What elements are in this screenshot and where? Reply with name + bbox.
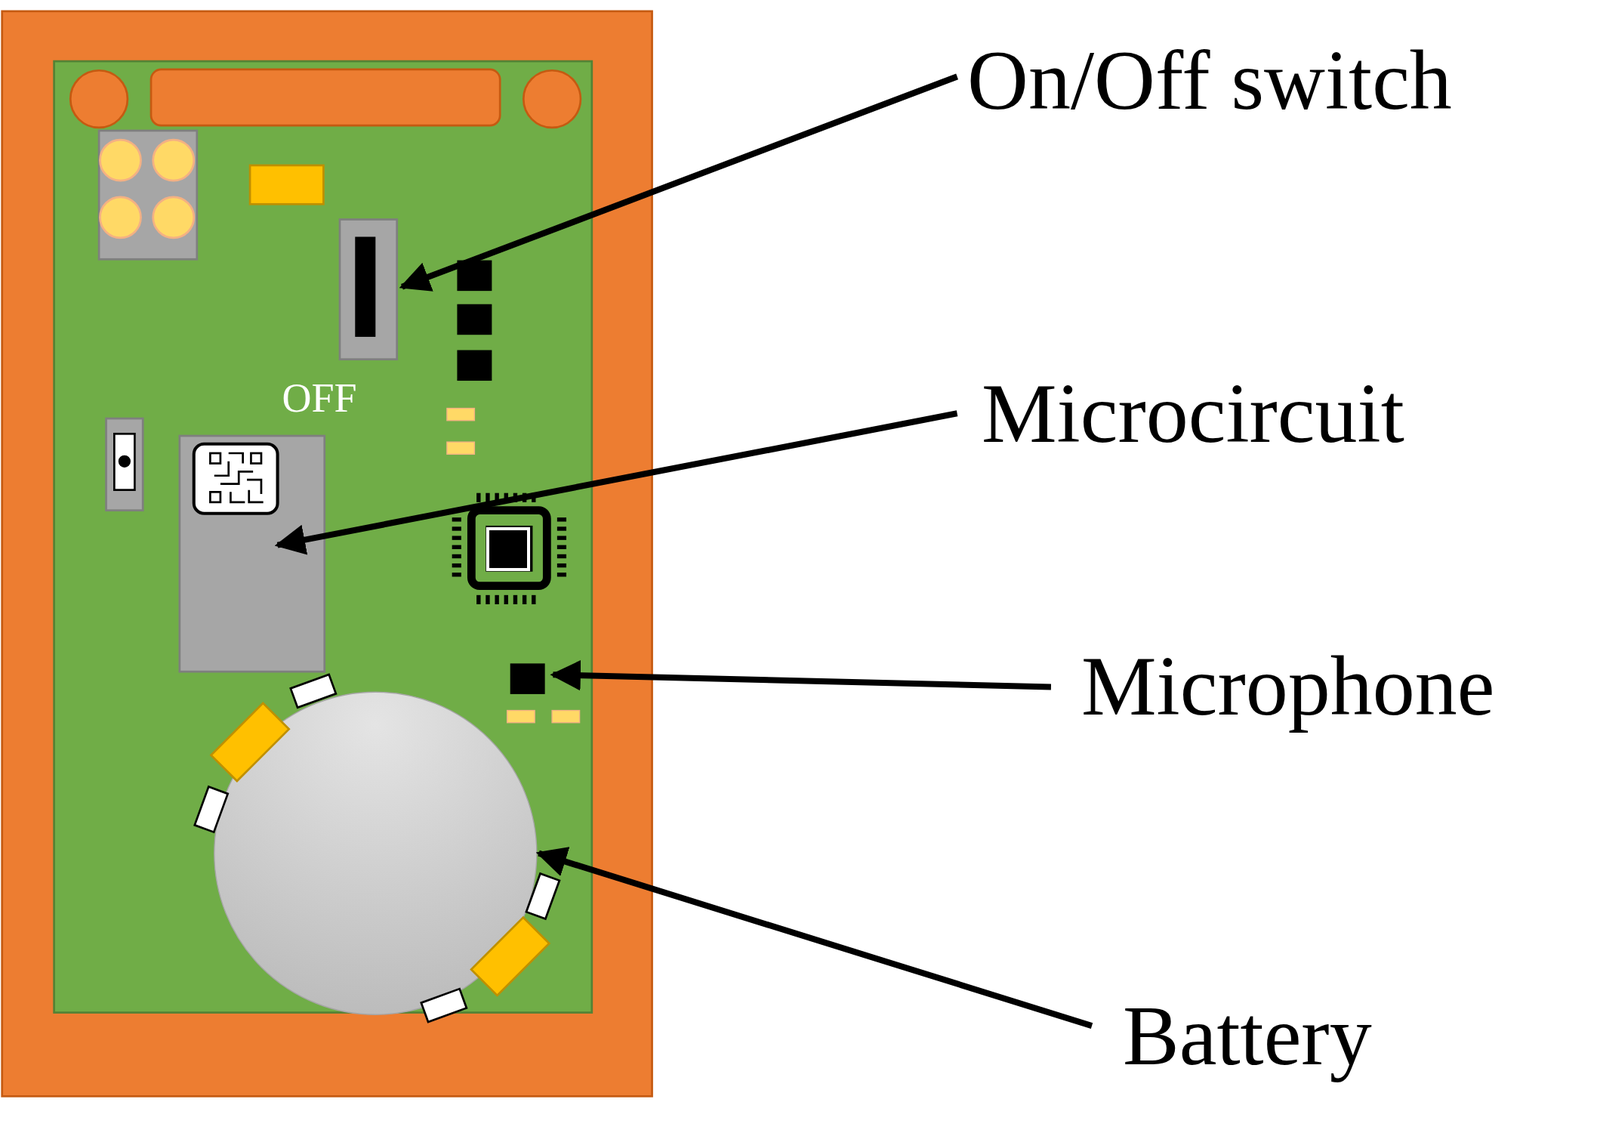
silkscreen-label: OFF xyxy=(281,377,357,419)
smd-component xyxy=(249,165,324,204)
mounting-holes xyxy=(70,69,581,128)
switch-symbol xyxy=(339,219,398,360)
battery-clips xyxy=(194,674,560,1022)
callout-label: Microphone xyxy=(1081,643,1495,728)
leader-lines xyxy=(277,76,1092,1026)
slide-switch xyxy=(106,418,144,511)
callout-label: Battery xyxy=(1122,992,1372,1078)
black-components xyxy=(456,260,492,381)
callout-label: On/Off switch xyxy=(967,37,1453,123)
housing xyxy=(2,11,653,1096)
connector-pads xyxy=(98,130,198,259)
microphone-symbol xyxy=(510,662,546,694)
callout-label: Microcircuit xyxy=(981,370,1405,456)
module xyxy=(179,435,325,672)
